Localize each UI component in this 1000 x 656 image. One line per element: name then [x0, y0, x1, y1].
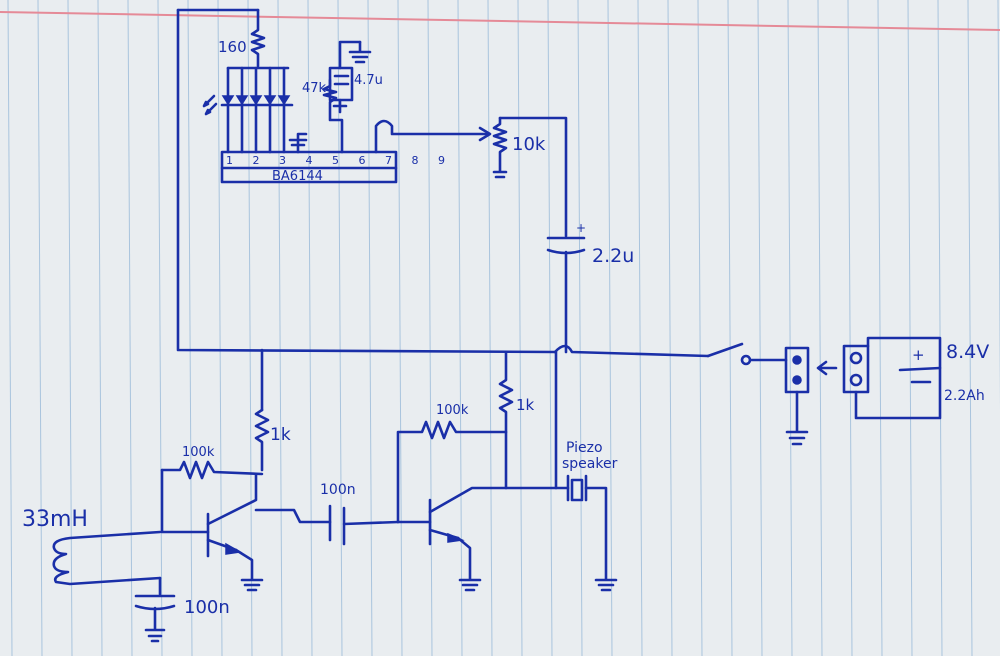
paper-rule-line: [937, 0, 943, 656]
label-100k-right: 100k: [436, 403, 469, 418]
led-array: [202, 66, 294, 154]
paper-rule-line: [517, 0, 523, 656]
battery-plus: +: [912, 346, 925, 364]
paper-rule-line: [427, 0, 433, 656]
label-1k-right: 1k: [516, 396, 535, 414]
resistor-160: 160: [218, 8, 266, 68]
paper-rule-line: [667, 0, 673, 656]
paper-rule-line: [367, 0, 373, 656]
capacitor-100n-mid: 100n: [320, 482, 400, 546]
inductor-33mh: 33mH: [22, 507, 162, 586]
paper-rule-line: [697, 0, 703, 656]
paper-rule-line: [847, 0, 853, 656]
label-piezo-line2: speaker: [562, 456, 618, 472]
paper-rule-line: [277, 0, 283, 656]
paper-rules: [7, 0, 1000, 656]
supply-rail: [553, 342, 788, 366]
connector-plug: [784, 346, 838, 446]
left-stage: 1k 100k: [160, 348, 332, 592]
capacitor-2-2u: + 2.2u: [546, 221, 634, 354]
ic-pin-numbers: 1 2 3 4 5 6 7 8 9: [226, 154, 453, 167]
label-1k-left: 1k: [270, 425, 291, 445]
paper-rule-line: [247, 0, 253, 656]
rc-network: 4.7u 47k: [302, 40, 383, 154]
paper-rule-line: [637, 0, 643, 656]
paper-rule-line: [337, 0, 343, 656]
paper-rule-line: [307, 0, 313, 656]
ic-name: BA6144: [272, 169, 323, 184]
paper-rule-line: [187, 0, 193, 656]
label-battery-capacity: 2.2Ah: [944, 388, 985, 404]
paper-rule-line: [487, 0, 493, 656]
paper-rule-line: [7, 0, 13, 656]
paper-rule-line: [97, 0, 103, 656]
ground-pin5: [288, 132, 308, 154]
label-4-7u: 4.7u: [354, 73, 383, 88]
paper-rule-line: [67, 0, 73, 656]
paper-rule-line: [217, 0, 223, 656]
paper-rule-line: [727, 0, 733, 656]
label-100n-bottom: 100n: [184, 597, 230, 618]
capacitor-100n-bottom: 100n: [134, 576, 230, 643]
margin-line: [0, 11, 1000, 31]
piezo-speaker: Piezo speaker: [554, 350, 618, 592]
ic-ba6144: 1 2 3 4 5 6 7 8 9 BA6144: [220, 119, 492, 184]
label-100n-mid: 100n: [320, 482, 356, 498]
potentiometer-10k: 10k: [492, 116, 568, 238]
cap-plus-mark: [332, 98, 348, 114]
wiper-arrow: [478, 126, 492, 142]
label-100k-left: 100k: [182, 445, 215, 460]
paper-rule-line: [877, 0, 883, 656]
battery-pack: + 8.4V 2.2Ah: [842, 336, 989, 420]
paper-rule-line: [547, 0, 553, 656]
led-emission-arrows: [202, 94, 218, 116]
right-stage: 100k 1k: [396, 350, 558, 592]
paper-rule-line: [127, 0, 133, 656]
paper-rule-line: [907, 0, 913, 656]
label-10k: 10k: [512, 134, 546, 155]
label-battery-voltage: 8.4V: [946, 341, 989, 363]
paper-rule-line: [457, 0, 463, 656]
paper-rule-line: [817, 0, 823, 656]
paper-rule-line: [577, 0, 583, 656]
paper-rule-line: [397, 0, 403, 656]
label-47k: 47k: [302, 81, 327, 96]
paper-rule-line: [607, 0, 613, 656]
label-33mh: 33mH: [22, 507, 88, 532]
paper-rule-line: [967, 0, 973, 656]
paper-rule-line: [37, 0, 43, 656]
paper-rule-line: [757, 0, 763, 656]
label-2-2u: 2.2u: [592, 245, 634, 267]
top-wire-loop: [176, 8, 557, 354]
cap-plus-2-2u: +: [576, 221, 586, 235]
label-piezo-line1: Piezo: [566, 440, 603, 456]
paper-rule-line: [787, 0, 793, 656]
paper-rule-line: [157, 0, 163, 656]
label-160: 160: [218, 38, 247, 56]
paper-rule-line: [997, 0, 1000, 411]
